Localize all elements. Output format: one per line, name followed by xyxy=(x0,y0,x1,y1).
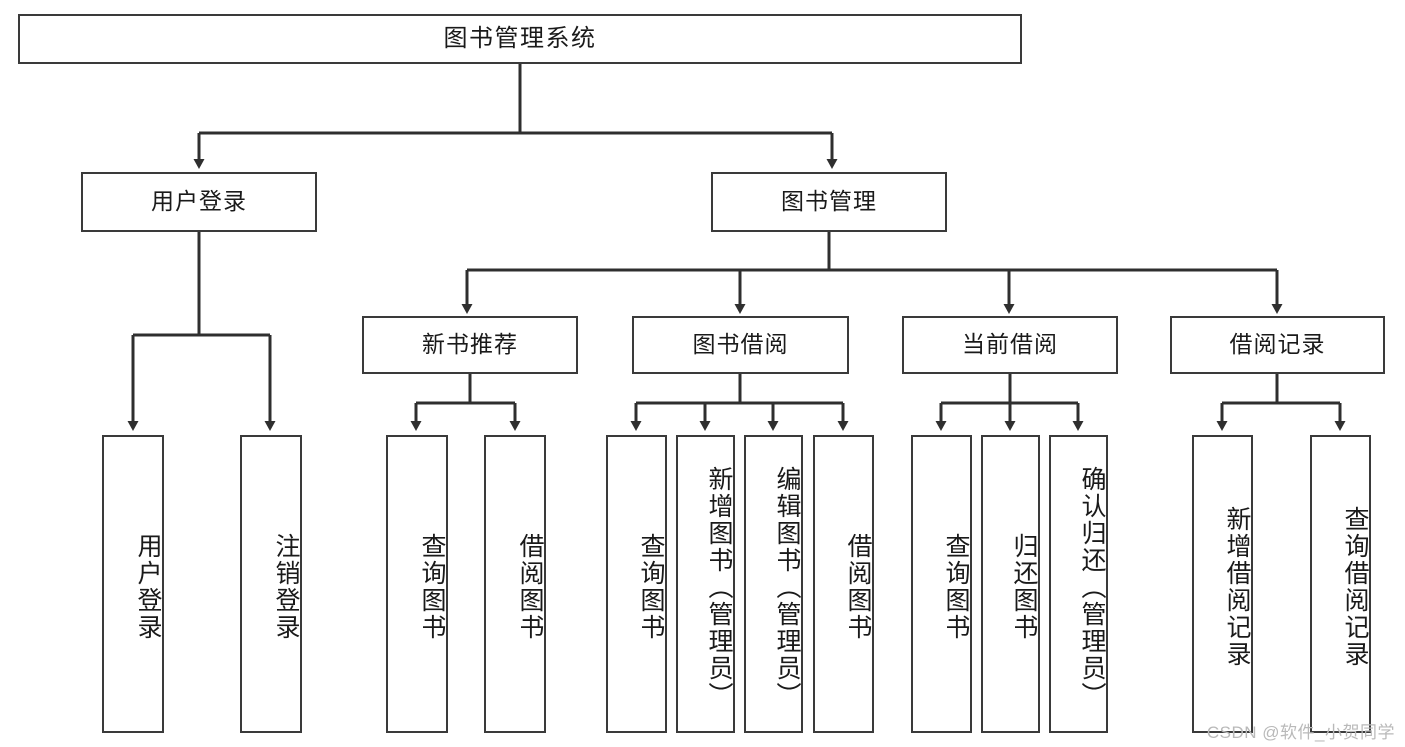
leaf-query-book-recommend[interactable]: 查询图书 xyxy=(386,435,448,733)
node-label: 确认归还（管理员） xyxy=(1078,465,1106,709)
node-root-system[interactable]: 图书管理系统 xyxy=(18,14,1022,64)
node-label: 图书管理系统 xyxy=(443,24,597,52)
leaf-add-borrow-record[interactable]: 新增借阅记录 xyxy=(1192,435,1253,733)
leaf-query-book-current[interactable]: 查询图书 xyxy=(911,435,972,733)
node-label: 图书管理 xyxy=(781,188,877,215)
node-book-management[interactable]: 图书管理 xyxy=(711,172,947,232)
node-label: 新书推荐 xyxy=(422,331,518,358)
node-label: 借阅图书 xyxy=(516,533,544,641)
node-label: 新增图书（管理员） xyxy=(705,465,733,709)
leaf-logout[interactable]: 注销登录 xyxy=(240,435,302,733)
node-label: 编辑图书（管理员） xyxy=(773,465,801,709)
node-new-book-recommend[interactable]: 新书推荐 xyxy=(362,316,578,374)
node-label: 借阅图书 xyxy=(844,533,872,641)
node-label: 借阅记录 xyxy=(1229,331,1326,358)
node-label: 查询图书 xyxy=(418,533,446,641)
node-label: 用户登录 xyxy=(134,533,162,641)
node-label: 归还图书 xyxy=(1010,533,1038,641)
leaf-edit-book-admin[interactable]: 编辑图书（管理员） xyxy=(744,435,803,733)
node-label: 当前借阅 xyxy=(962,331,1058,358)
node-label: 查询图书 xyxy=(942,533,970,641)
leaf-confirm-return-admin[interactable]: 确认归还（管理员） xyxy=(1049,435,1108,733)
node-current-borrow[interactable]: 当前借阅 xyxy=(902,316,1118,374)
node-borrow-records[interactable]: 借阅记录 xyxy=(1170,316,1385,374)
watermark: CSDN @软件_小贺同学 xyxy=(1206,723,1395,742)
leaf-borrow-book[interactable]: 借阅图书 xyxy=(813,435,874,733)
leaf-query-borrow-record[interactable]: 查询借阅记录 xyxy=(1310,435,1371,733)
leaf-query-book-borrow[interactable]: 查询图书 xyxy=(606,435,667,733)
node-label: 新增借阅记录 xyxy=(1223,506,1251,668)
leaf-return-book[interactable]: 归还图书 xyxy=(981,435,1040,733)
node-label: 图书借阅 xyxy=(692,331,789,358)
node-label: 查询图书 xyxy=(637,533,665,641)
node-label: 查询借阅记录 xyxy=(1341,506,1369,668)
leaf-borrow-book-recommend[interactable]: 借阅图书 xyxy=(484,435,546,733)
node-user-login[interactable]: 用户登录 xyxy=(81,172,317,232)
node-label: 用户登录 xyxy=(151,188,247,215)
leaf-user-login[interactable]: 用户登录 xyxy=(102,435,164,733)
leaf-add-book-admin[interactable]: 新增图书（管理员） xyxy=(676,435,735,733)
node-book-borrow[interactable]: 图书借阅 xyxy=(632,316,849,374)
node-label: 注销登录 xyxy=(272,533,300,641)
